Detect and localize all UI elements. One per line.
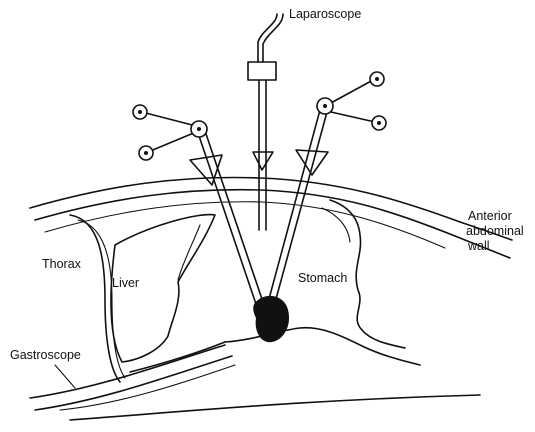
stomach-label: Stomach xyxy=(298,271,347,285)
anterior-wall-label-line2: abdominal xyxy=(466,224,524,238)
liver-label: Liver xyxy=(112,276,139,290)
grasped-tissue xyxy=(253,296,289,342)
thorax-label: Thorax xyxy=(42,257,81,271)
anterior-wall-label-line1: Anterior xyxy=(468,209,512,223)
laparoscope xyxy=(248,14,283,230)
laparoscope-label: Laparoscope xyxy=(289,7,361,21)
gastroscope-pointer xyxy=(55,365,75,388)
gastroscope-label: Gastroscope xyxy=(10,348,81,362)
left-grasper-instrument xyxy=(133,105,265,310)
anterior-abdominal-wall xyxy=(30,177,512,258)
anterior-wall-label-line3: wall xyxy=(468,239,490,253)
posterior-outline xyxy=(70,395,480,420)
